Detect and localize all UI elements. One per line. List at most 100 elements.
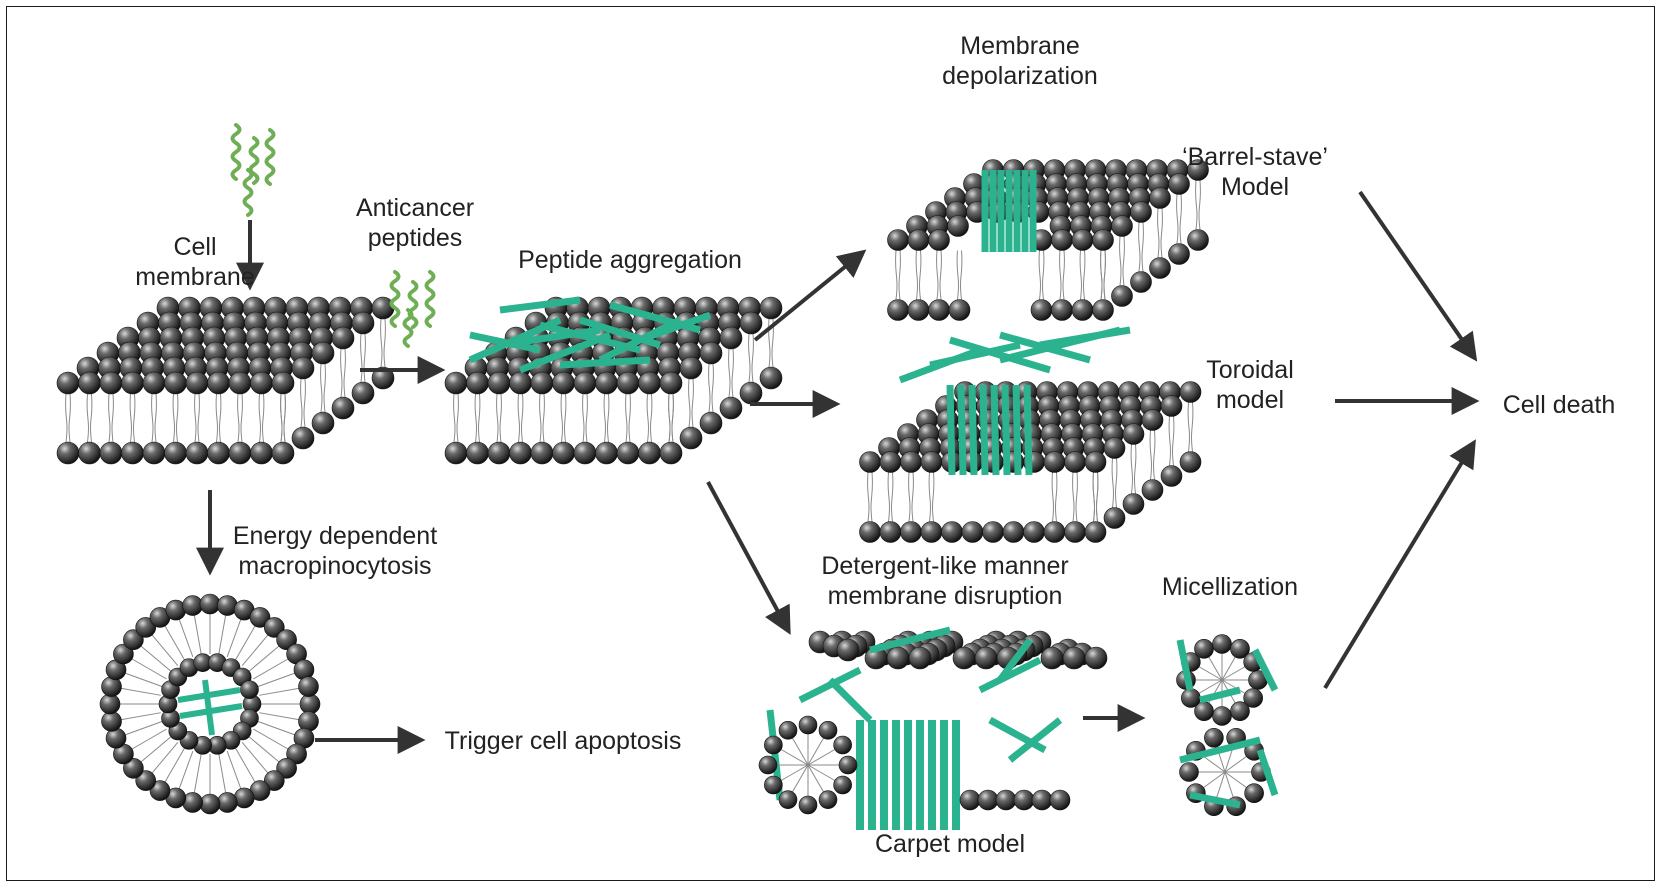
lipid-tail — [711, 363, 714, 413]
lipid-tail — [1100, 250, 1103, 300]
lipid-tail — [1062, 250, 1065, 300]
lipid-tail — [807, 764, 826, 795]
lipid-head — [78, 371, 101, 395]
lipid-head — [250, 371, 273, 395]
lipid-tail — [218, 615, 227, 655]
lipid-tail — [1111, 458, 1114, 508]
lipid-tail — [521, 393, 524, 443]
lipid-head — [948, 299, 971, 321]
lipid-head — [1084, 646, 1108, 670]
lipid-head — [887, 299, 909, 321]
lipid-tail — [936, 250, 939, 300]
lipid-tail — [283, 393, 286, 443]
lipid-head — [487, 441, 511, 465]
peptide-aggregation-block — [444, 296, 783, 465]
lipid-head — [263, 770, 285, 791]
lipid-tail — [646, 393, 649, 443]
lipid-head — [123, 757, 144, 779]
anticancer-peptide — [424, 270, 436, 328]
lipid-tail — [560, 393, 563, 443]
lipid-tail — [668, 393, 671, 443]
lipid-tail — [247, 645, 280, 673]
label-barrel-stave: ‘Barrel-stave’ Model — [1182, 143, 1328, 201]
lipid-tail — [1195, 180, 1198, 230]
lipid-head — [833, 775, 852, 795]
lipid-tail — [1200, 771, 1226, 791]
peptide-rod — [929, 341, 1021, 369]
lipid-tail — [1122, 236, 1125, 286]
lipid-tail — [256, 672, 295, 688]
lipid-head — [1043, 521, 1066, 543]
lipid-head — [859, 521, 881, 543]
lipid-head — [699, 411, 723, 435]
lipid-tail — [121, 712, 161, 721]
lipid-head — [276, 757, 297, 779]
lipid-tail — [939, 250, 942, 300]
lipid-tail — [453, 393, 456, 443]
lipid-head — [982, 521, 1004, 543]
lipid-head — [818, 721, 838, 740]
lipid-tail — [176, 393, 179, 443]
lipid-head — [142, 441, 166, 465]
lipid-tail — [915, 250, 918, 300]
lipid-head — [759, 366, 783, 390]
peptide-rod — [869, 626, 951, 654]
lipid-head — [199, 593, 221, 615]
free-peptides — [230, 123, 436, 348]
lipid-head — [263, 617, 285, 638]
lipid-tail — [603, 393, 606, 443]
lipid-head — [1049, 789, 1071, 811]
lipid-head — [444, 371, 468, 395]
lipid-head — [530, 371, 554, 395]
peptide-rod — [202, 679, 215, 736]
peptide-rod — [499, 296, 581, 314]
peptide-rod — [957, 384, 967, 476]
lipid-head — [764, 775, 783, 795]
lipid-tail — [1172, 416, 1175, 466]
lipid-tail — [193, 753, 202, 793]
lipid-tail — [300, 378, 303, 428]
lipid-head — [1194, 639, 1214, 659]
lipid-head — [228, 371, 252, 395]
lipid-tail — [895, 250, 898, 300]
lipid-head — [331, 326, 355, 350]
lipid-tail — [226, 750, 242, 789]
lipid-tail — [564, 393, 567, 443]
anticancer-peptide — [230, 123, 242, 181]
lipid-tail — [790, 764, 809, 795]
lipid-head — [1179, 762, 1199, 782]
lipid-tail — [1083, 250, 1086, 300]
lipid-tail — [241, 634, 269, 667]
lipid-tail — [585, 393, 588, 443]
lipid-tail — [240, 393, 243, 443]
lipid-head — [1111, 215, 1133, 237]
lipid-head — [1179, 451, 1202, 473]
lipid-tail — [1153, 430, 1156, 480]
lipid-tail — [256, 720, 295, 736]
lipid-head — [928, 299, 950, 321]
lipid-head — [739, 311, 763, 335]
lipid-head — [311, 411, 335, 435]
lipid-tail — [280, 393, 283, 443]
lipid-tail — [125, 720, 164, 736]
lipid-head — [859, 451, 881, 473]
lipid-head — [679, 356, 703, 380]
lipid-head — [900, 451, 922, 473]
lipid-tail — [1224, 771, 1250, 791]
anticancer-peptide — [402, 308, 414, 348]
lipid-head — [879, 521, 902, 543]
lipid-head — [836, 638, 860, 662]
lipid-head — [1243, 688, 1263, 708]
lipid-head — [1130, 271, 1152, 293]
lipid-tail — [867, 472, 870, 522]
lipid-head — [1141, 479, 1164, 501]
label-membrane-depolarization: Membrane depolarization — [942, 32, 1098, 90]
lipid-tail — [790, 735, 809, 766]
cell-membrane-block — [56, 296, 395, 465]
lipid-tail — [1042, 250, 1045, 300]
lipid-head — [778, 790, 798, 809]
label-detergent-like: Detergent-like manner membrane disruptio… — [821, 552, 1069, 610]
lipid-tail — [499, 393, 502, 443]
lipid-head — [552, 371, 575, 395]
lipid-tail — [1051, 472, 1054, 522]
